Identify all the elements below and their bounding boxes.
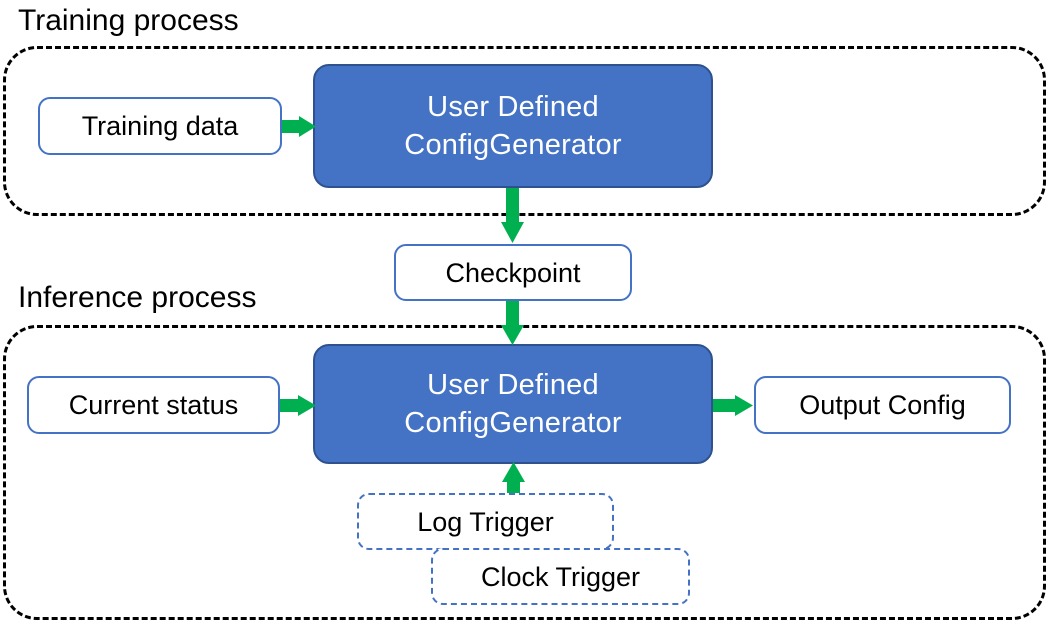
inference-process-container [3, 325, 1046, 620]
training-process-container [3, 46, 1046, 216]
node-label-line-1: User Defined [427, 369, 599, 401]
node-user-defined-config-generator-training[interactable]: User Defined ConfigGenerator [313, 64, 713, 188]
node-label-line-2: ConfigGenerator [404, 129, 622, 161]
inference-process-title: Inference process [18, 281, 257, 314]
node-label-line-1: User Defined [427, 91, 599, 123]
node-log-trigger[interactable]: Log Trigger [357, 493, 614, 550]
node-output-config[interactable]: Output Config [754, 376, 1011, 434]
node-training-data[interactable]: Training data [38, 97, 282, 155]
node-checkpoint[interactable]: Checkpoint [394, 244, 632, 301]
node-label-line-2: ConfigGenerator [404, 407, 622, 439]
training-process-title: Training process [18, 4, 239, 37]
node-user-defined-config-generator-inference[interactable]: User Defined ConfigGenerator [313, 344, 713, 464]
node-clock-trigger[interactable]: Clock Trigger [431, 548, 690, 605]
node-current-status[interactable]: Current status [27, 376, 280, 434]
